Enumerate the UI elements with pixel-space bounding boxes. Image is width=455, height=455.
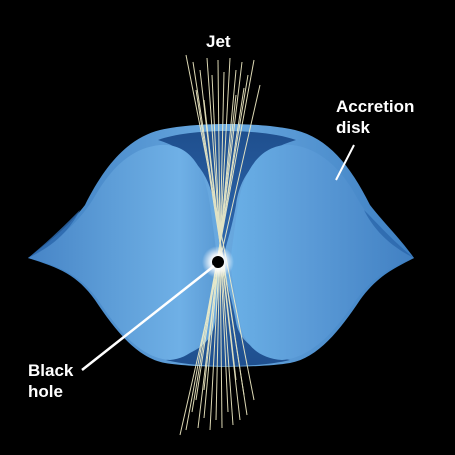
black-hole <box>212 256 224 268</box>
black-hole-label: Black hole <box>28 360 73 402</box>
accretion-disk-right-lobe <box>230 144 414 360</box>
accretion-disk-left-lobe <box>28 144 218 360</box>
black-hole-label-line2: hole <box>28 382 63 401</box>
jet-label-text: Jet <box>206 32 231 51</box>
accretion-disk-label-line1: Accretion <box>336 97 415 116</box>
jet-lines <box>179 54 261 436</box>
accretion-disk-label: Accretion disk <box>336 96 414 138</box>
black-hole-label-line1: Black <box>28 361 74 380</box>
black-hole-leader-line <box>81 265 215 371</box>
jet-label: Jet <box>206 31 231 52</box>
accretion-disk-leader-line <box>335 144 355 181</box>
accretion-disk-label-line2: disk <box>336 118 371 137</box>
